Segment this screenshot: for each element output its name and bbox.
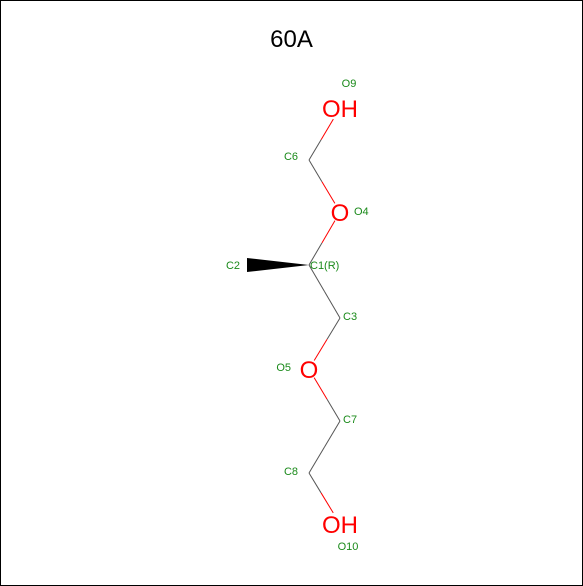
- atom-symbol-o10: OH: [322, 512, 358, 539]
- atom-label-c7: C7: [343, 414, 357, 426]
- atom-label-o5: O5: [276, 362, 291, 374]
- wedge-bond-C1-C2: [247, 258, 309, 272]
- atom-label-o4: O4: [354, 206, 369, 218]
- atom-symbol-o9: OH: [322, 96, 358, 123]
- bond-O9-C6-a: [320, 118, 334, 140]
- bond-O4-C1-a: [321, 220, 336, 244]
- bond-O9-C6-b: [308, 139, 322, 161]
- bond-C3-O5-a: [326, 317, 341, 340]
- bond-C3-O5-b: [313, 338, 328, 361]
- molecule-title: 60A: [270, 26, 313, 53]
- bond-C7-C8-b: [308, 446, 325, 474]
- atom-label-c3: C3: [343, 311, 357, 323]
- bond-C6-O4-a: [308, 159, 323, 182]
- atom-label-c1: C1(R): [310, 260, 339, 272]
- bond-C1-C3-b: [324, 291, 341, 319]
- bond-C8-O10-b: [320, 492, 334, 514]
- atom-label-o10: O10: [338, 541, 359, 553]
- bond-O5-C7-a: [313, 377, 328, 400]
- atom-label-c6: C6: [284, 151, 298, 163]
- bond-C6-O4-b: [321, 181, 336, 204]
- bond-C1-C3-a: [308, 264, 325, 292]
- atom-label-c2: C2: [226, 260, 240, 272]
- bond-C8-O10-a: [308, 472, 322, 494]
- atom-symbol-o5: O: [300, 357, 319, 384]
- bonds-layer: [247, 118, 341, 514]
- atom-label-c8: C8: [284, 466, 298, 478]
- atom-symbol-o4: O: [331, 200, 350, 227]
- bond-O5-C7-b: [326, 399, 341, 422]
- bond-C7-C8-a: [324, 420, 341, 448]
- atom-label-o9: O9: [342, 78, 357, 90]
- bond-O4-C1-b: [308, 242, 323, 266]
